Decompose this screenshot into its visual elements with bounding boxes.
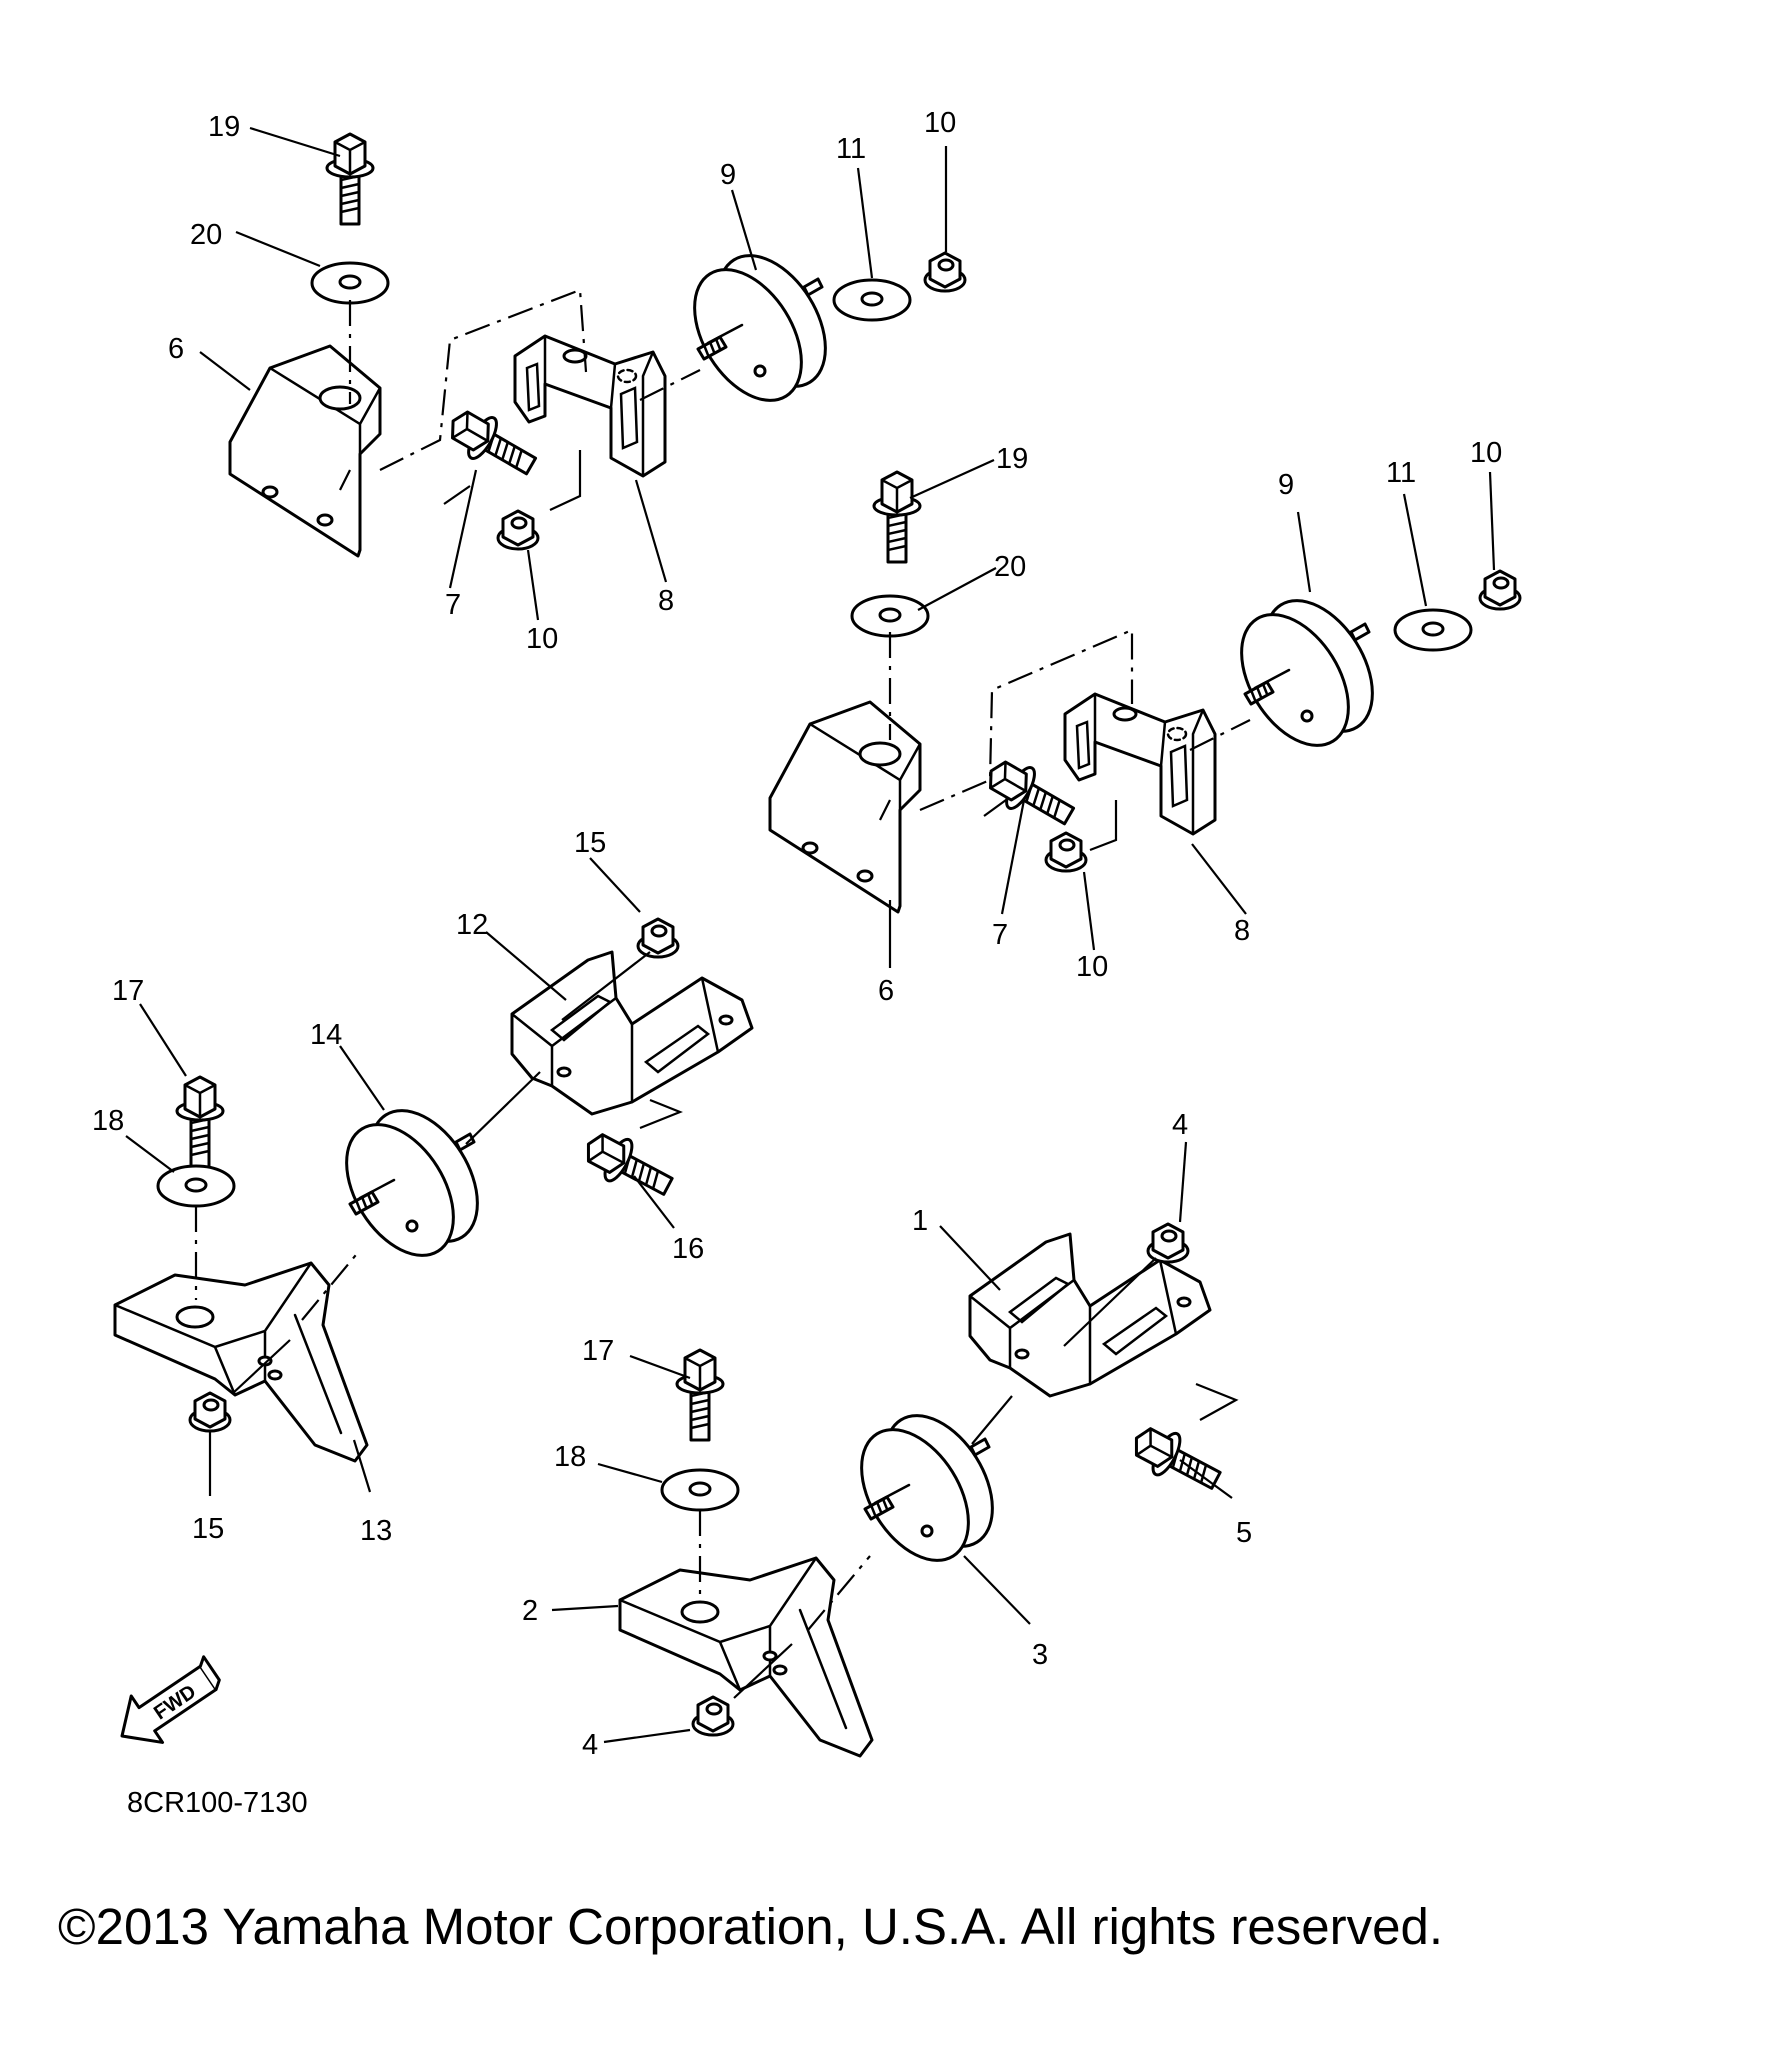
- nut-4-icon: [1146, 1222, 1190, 1264]
- bracket-8-icon: [513, 334, 667, 478]
- washer-18b-icon: [660, 1468, 740, 1512]
- nut-10c-icon: [1478, 569, 1522, 611]
- callout-14: 14: [310, 1019, 342, 1051]
- callout-7-right: 7: [992, 919, 1008, 951]
- callout-10: 10: [526, 623, 558, 655]
- callout-2: 2: [522, 1595, 538, 1627]
- callout-4-lower: 4: [582, 1729, 598, 1761]
- callout-15: 15: [574, 827, 606, 859]
- bolt-17b-icon: [675, 1348, 725, 1442]
- copyright-notice: ©2013 Yamaha Motor Corporation, U.S.A. A…: [58, 1898, 1444, 1955]
- bolt-7b-icon: [978, 749, 1083, 838]
- callout-9-right: 9: [1278, 469, 1294, 501]
- nut-4b-icon: [691, 1695, 735, 1737]
- bracket-13-icon: [113, 1261, 369, 1463]
- bolt-5-icon: [1124, 1416, 1229, 1503]
- washer-20-icon: [310, 261, 390, 305]
- nut-10b-icon: [496, 509, 540, 551]
- assembly-middle-left: [113, 917, 754, 1463]
- callout-8: 8: [658, 585, 674, 617]
- callout-10-top: 10: [924, 107, 956, 139]
- callout-12: 12: [456, 909, 488, 941]
- assembly-upper-left: [228, 132, 967, 558]
- callout-19: 19: [208, 111, 240, 143]
- bracket-6b-icon: [768, 700, 922, 914]
- callout-8-right: 8: [1234, 915, 1250, 947]
- washer-11-icon: [832, 278, 912, 322]
- assembly-lower-right: [618, 1222, 1239, 1758]
- bolt-19b-icon: [872, 470, 922, 564]
- callout-18-lower: 18: [554, 1441, 586, 1473]
- bolt-16-icon: [576, 1122, 681, 1209]
- bracket-6-icon: [228, 344, 382, 558]
- callout-4: 4: [1172, 1109, 1188, 1141]
- callout-20-right: 20: [994, 551, 1026, 583]
- callout-11: 11: [836, 133, 866, 165]
- callout-10-right-top: 10: [1470, 437, 1502, 469]
- callout-20: 20: [190, 219, 222, 251]
- nut-10d-icon: [1044, 831, 1088, 873]
- callout-3: 3: [1032, 1639, 1048, 1671]
- callout-9: 9: [720, 159, 736, 191]
- assembly-upper-right: [768, 470, 1522, 914]
- callout-17: 17: [112, 975, 144, 1007]
- callout-1: 1: [912, 1205, 928, 1237]
- bolt-17-icon: [175, 1075, 225, 1169]
- drawing-code: 8CR100-7130: [127, 1787, 308, 1819]
- damper-9-icon: [671, 235, 849, 421]
- bracket-2-icon: [618, 1556, 874, 1758]
- bracket-12-icon: [510, 950, 754, 1116]
- callout-10-right: 10: [1076, 951, 1108, 983]
- washer-11b-icon: [1393, 608, 1473, 652]
- damper-9b-icon: [1218, 580, 1396, 766]
- callout-labels: 19 20 6 7 10 8 9 11 10 19 20 9 11 10 7 1…: [92, 107, 1502, 1761]
- callout-13: 13: [360, 1515, 392, 1547]
- bolt-19-icon: [325, 132, 375, 226]
- callout-19-right: 19: [996, 443, 1028, 475]
- callout-16: 16: [672, 1233, 704, 1265]
- callout-11-right: 11: [1386, 457, 1416, 489]
- callout-15-lower: 15: [192, 1513, 224, 1545]
- nut-15b-icon: [188, 1391, 232, 1433]
- callout-6-right: 6: [878, 975, 894, 1007]
- washer-20b-icon: [850, 594, 930, 638]
- callout-6: 6: [168, 333, 184, 365]
- damper-14-icon: [323, 1090, 501, 1276]
- callout-7: 7: [445, 589, 461, 621]
- washer-18-icon: [156, 1164, 236, 1208]
- nut-15-icon: [636, 917, 680, 959]
- callout-17-lower: 17: [582, 1335, 614, 1367]
- fwd-arrow-icon: FWD: [120, 1655, 221, 1744]
- callout-18: 18: [92, 1105, 124, 1137]
- callout-leaders: [125, 126, 1496, 1744]
- bracket-8b-icon: [1063, 692, 1217, 836]
- callout-5: 5: [1236, 1517, 1252, 1549]
- nut-10-icon: [923, 251, 967, 293]
